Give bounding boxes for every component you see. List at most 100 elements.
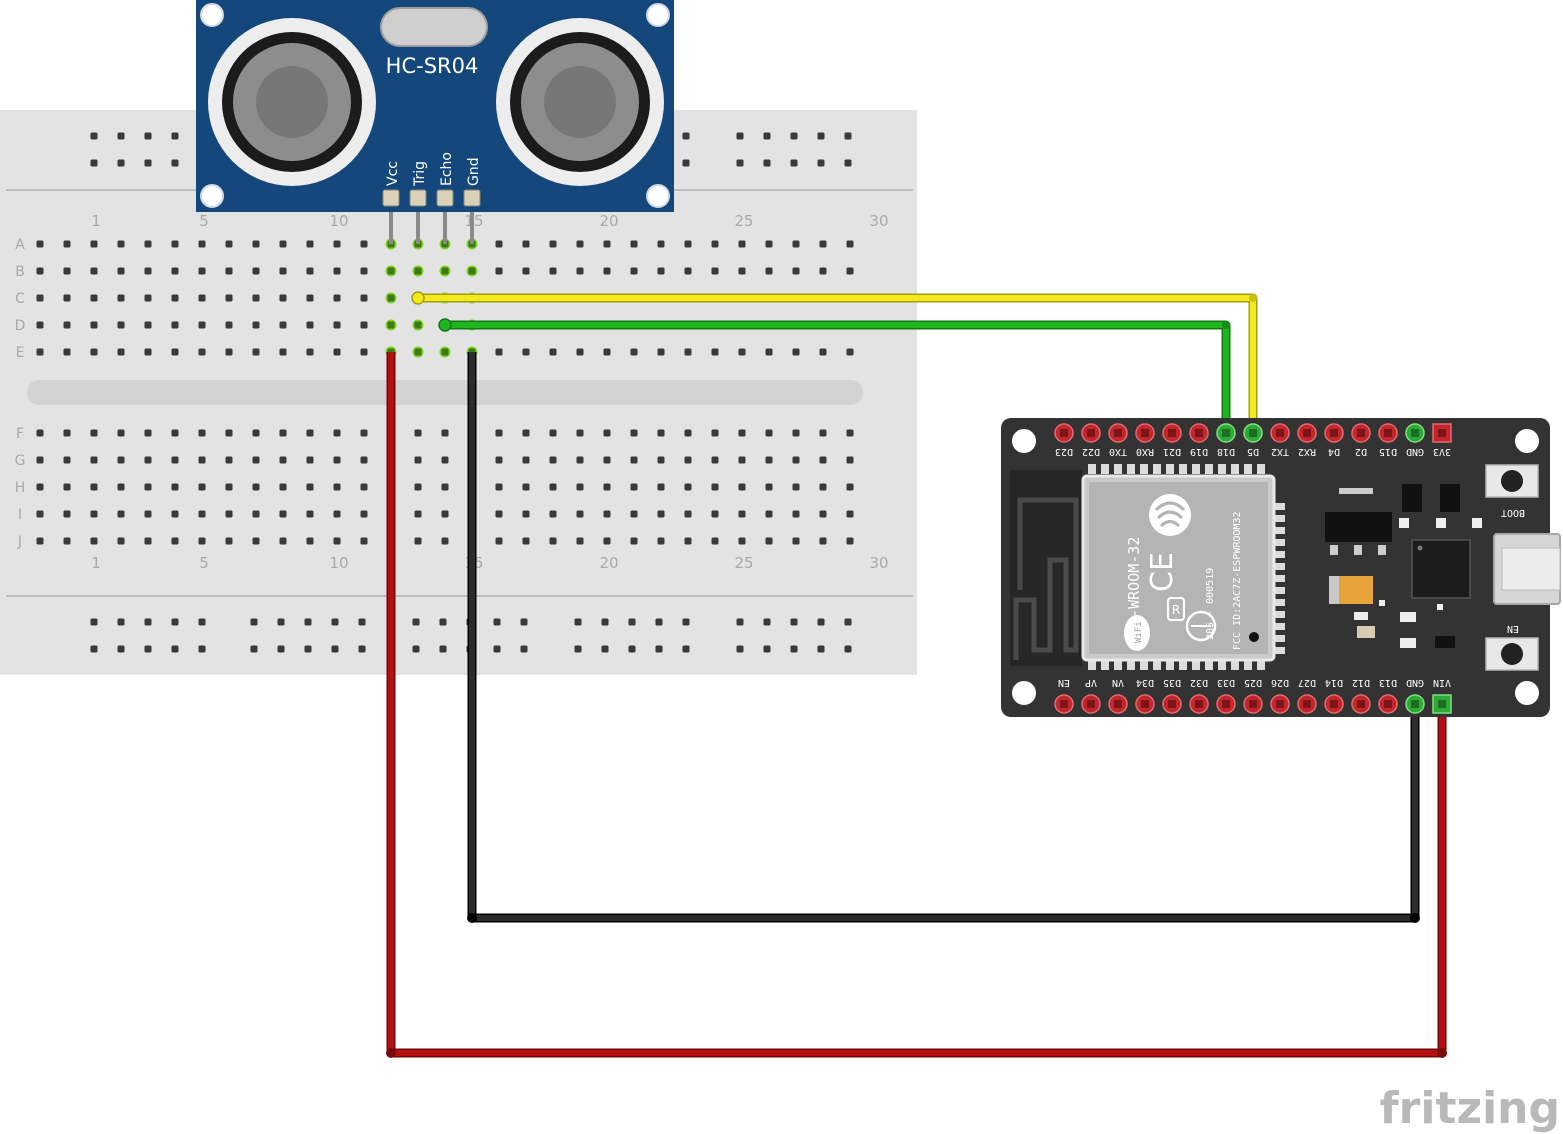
breadboard-hole[interactable] <box>360 294 368 302</box>
breadboard-hole[interactable] <box>63 267 71 275</box>
breadboard-hole[interactable] <box>576 456 584 464</box>
power-rail-hole[interactable] <box>682 618 690 626</box>
power-rail-hole[interactable] <box>304 645 312 653</box>
power-rail-hole[interactable] <box>117 645 125 653</box>
breadboard-hole[interactable] <box>603 483 611 491</box>
power-rail-hole[interactable] <box>790 618 798 626</box>
breadboard-hole[interactable] <box>846 240 854 248</box>
breadboard-hole[interactable] <box>252 267 260 275</box>
breadboard-hole[interactable] <box>522 240 530 248</box>
breadboard-hole[interactable] <box>279 348 287 356</box>
breadboard-hole[interactable] <box>36 429 44 437</box>
breadboard-hole[interactable] <box>549 348 557 356</box>
breadboard-hole[interactable] <box>333 483 341 491</box>
breadboard-hole[interactable] <box>765 240 773 248</box>
breadboard-hole[interactable] <box>360 348 368 356</box>
breadboard-hole[interactable] <box>90 321 98 329</box>
breadboard-hole[interactable] <box>90 348 98 356</box>
breadboard-hole[interactable] <box>198 294 206 302</box>
breadboard-hole[interactable] <box>792 267 800 275</box>
breadboard-hole[interactable] <box>603 348 611 356</box>
breadboard-hole[interactable] <box>252 429 260 437</box>
power-rail-hole[interactable] <box>790 159 798 167</box>
breadboard-hole[interactable] <box>279 483 287 491</box>
breadboard-hole[interactable] <box>90 483 98 491</box>
breadboard-hole[interactable] <box>657 483 665 491</box>
breadboard-hole[interactable] <box>90 267 98 275</box>
breadboard-hole[interactable] <box>171 240 179 248</box>
breadboard-hole[interactable] <box>117 483 125 491</box>
breadboard-hole[interactable] <box>711 429 719 437</box>
power-rail-hole[interactable] <box>817 159 825 167</box>
breadboard-hole[interactable] <box>441 510 449 518</box>
breadboard-hole[interactable] <box>414 537 422 545</box>
breadboard-hole[interactable] <box>198 510 206 518</box>
breadboard-hole[interactable] <box>846 348 854 356</box>
power-rail-hole[interactable] <box>574 618 582 626</box>
breadboard-hole[interactable] <box>144 483 152 491</box>
breadboard-hole[interactable] <box>684 456 692 464</box>
power-rail-hole[interactable] <box>439 645 447 653</box>
breadboard-hole[interactable] <box>522 483 530 491</box>
power-rail-hole[interactable] <box>817 618 825 626</box>
breadboard-hole[interactable] <box>117 429 125 437</box>
power-rail-hole[interactable] <box>763 645 771 653</box>
breadboard-hole[interactable] <box>684 537 692 545</box>
breadboard-hole[interactable] <box>333 240 341 248</box>
breadboard-hole[interactable] <box>171 348 179 356</box>
breadboard-hole[interactable] <box>495 510 503 518</box>
breadboard-hole[interactable] <box>495 429 503 437</box>
breadboard-hole[interactable] <box>441 348 449 356</box>
breadboard-hole[interactable] <box>306 267 314 275</box>
breadboard-hole[interactable] <box>279 429 287 437</box>
breadboard-hole[interactable] <box>684 510 692 518</box>
breadboard-hole[interactable] <box>549 537 557 545</box>
breadboard-hole[interactable] <box>819 240 827 248</box>
breadboard-hole[interactable] <box>144 348 152 356</box>
breadboard-hole[interactable] <box>657 510 665 518</box>
wire-gnd[interactable] <box>469 352 1418 921</box>
en-button-cap[interactable] <box>1501 643 1523 665</box>
breadboard-hole[interactable] <box>36 294 44 302</box>
breadboard-hole[interactable] <box>657 537 665 545</box>
breadboard-hole[interactable] <box>549 240 557 248</box>
power-rail-hole[interactable] <box>655 645 663 653</box>
breadboard-hole[interactable] <box>360 510 368 518</box>
power-rail-hole[interactable] <box>520 645 528 653</box>
power-rail-hole[interactable] <box>117 132 125 140</box>
breadboard-hole[interactable] <box>306 429 314 437</box>
breadboard-hole[interactable] <box>144 537 152 545</box>
breadboard-hole[interactable] <box>603 429 611 437</box>
breadboard-hole[interactable] <box>306 456 314 464</box>
breadboard-hole[interactable] <box>603 510 611 518</box>
breadboard-hole[interactable] <box>306 294 314 302</box>
breadboard-hole[interactable] <box>765 267 773 275</box>
power-rail-hole[interactable] <box>817 645 825 653</box>
breadboard-hole[interactable] <box>792 537 800 545</box>
breadboard-hole[interactable] <box>630 429 638 437</box>
breadboard-hole[interactable] <box>819 429 827 437</box>
breadboard-hole[interactable] <box>657 456 665 464</box>
breadboard-hole[interactable] <box>117 510 125 518</box>
breadboard-hole[interactable] <box>279 510 287 518</box>
sensor-pin-echo[interactable] <box>436 189 454 207</box>
breadboard-hole[interactable] <box>765 429 773 437</box>
breadboard-hole[interactable] <box>90 510 98 518</box>
breadboard-hole[interactable] <box>819 483 827 491</box>
breadboard-hole[interactable] <box>630 483 638 491</box>
breadboard-hole[interactable] <box>36 537 44 545</box>
power-rail-hole[interactable] <box>250 645 258 653</box>
breadboard-hole[interactable] <box>360 240 368 248</box>
breadboard-hole[interactable] <box>117 240 125 248</box>
breadboard-hole[interactable] <box>441 483 449 491</box>
breadboard-hole[interactable] <box>549 510 557 518</box>
breadboard-hole[interactable] <box>63 294 71 302</box>
breadboard-hole[interactable] <box>792 429 800 437</box>
breadboard-hole[interactable] <box>198 537 206 545</box>
breadboard-hole[interactable] <box>333 537 341 545</box>
breadboard-hole[interactable] <box>630 510 638 518</box>
sensor-pin-gnd[interactable] <box>463 189 481 207</box>
breadboard-hole[interactable] <box>657 267 665 275</box>
breadboard-hole[interactable] <box>684 240 692 248</box>
power-rail-hole[interactable] <box>844 159 852 167</box>
